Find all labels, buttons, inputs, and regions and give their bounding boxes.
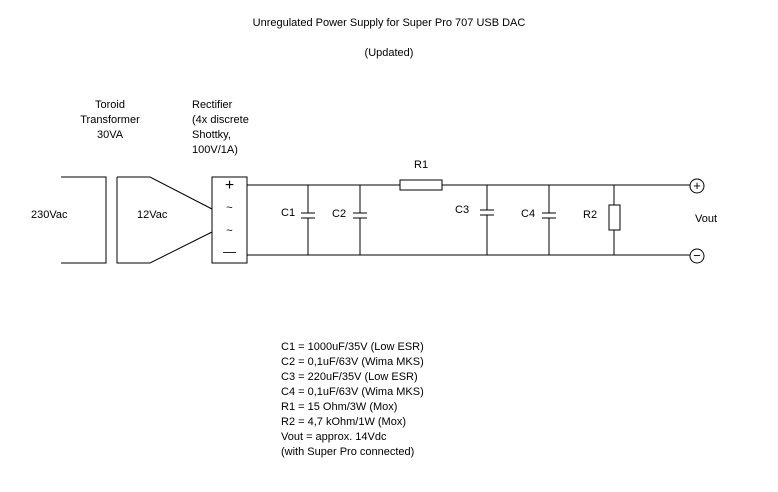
parts-list-item: R2 = 4,7 kOhm/1W (Mox) (281, 416, 407, 428)
output-positive-terminal (689, 178, 705, 194)
c4-label: C4 (521, 208, 536, 220)
diagram-subtitle: (Updated) (364, 47, 414, 59)
parts-list: C1 = 1000uF/35V (Low ESR) C2 = 0,1uF/63V… (281, 340, 424, 460)
rectifier-box (211, 176, 248, 264)
r1-resistor (399, 179, 443, 191)
diagram-title: Unregulated Power Supply for Super Pro 7… (252, 17, 526, 29)
r2-resistor (608, 204, 621, 231)
output-plus-sign: + (693, 178, 701, 193)
transformer-secondary-upper (117, 176, 213, 210)
parts-list-item: (with Super Pro connected) (281, 446, 415, 458)
rectifier-label-line: Shottky, (192, 129, 231, 141)
rectifier-minus-symbol: — (223, 244, 236, 259)
parts-list-item: C1 = 1000uF/35V (Low ESR) (281, 341, 424, 353)
c2-label: C2 (332, 208, 347, 220)
r1-label: R1 (414, 159, 429, 171)
rectifier-label-line: 100V/1A) (192, 144, 238, 156)
transformer-label-line: 30VA (96, 129, 124, 141)
c1-label: C1 (281, 207, 296, 219)
parts-list-item: C2 = 0,1uF/63V (Wima MKS) (281, 356, 424, 368)
transformer-label-line: Transformer (80, 114, 140, 126)
parts-list-item: C4 = 0,1uF/63V (Wima MKS) (281, 386, 424, 398)
parts-list-item: R1 = 15 Ohm/3W (Mox) (281, 401, 398, 413)
output-voltage-label: Vout (695, 213, 718, 225)
output-minus-sign: − (693, 248, 701, 263)
rectifier-ac-symbol: ~ (226, 202, 233, 214)
transformer-label: Toroid Transformer 30VA (70, 98, 150, 143)
output-negative-terminal (689, 248, 705, 264)
rectifier-label-line: Rectifier (192, 99, 233, 111)
primary-voltage-label: 230Vac (31, 209, 68, 221)
rectifier-ac-symbol: ~ (226, 225, 233, 237)
c3-label: C3 (455, 204, 470, 216)
rectifier-plus-symbol: + (224, 177, 235, 194)
rectifier-label: Rectifier (4x discrete Shottky, 100V/1A) (192, 98, 249, 158)
transformer-secondary-lower (116, 177, 213, 264)
transformer-label-line: Toroid (95, 99, 125, 111)
secondary-voltage-label: 12Vac (137, 209, 168, 221)
parts-list-item: Vout = approx. 14Vdc (281, 431, 387, 443)
parts-list-item: C3 = 220uF/35V (Low ESR) (281, 371, 418, 383)
r2-label: R2 (583, 209, 598, 221)
transformer-primary-winding (61, 176, 107, 264)
rectifier-label-line: (4x discrete (192, 114, 249, 126)
